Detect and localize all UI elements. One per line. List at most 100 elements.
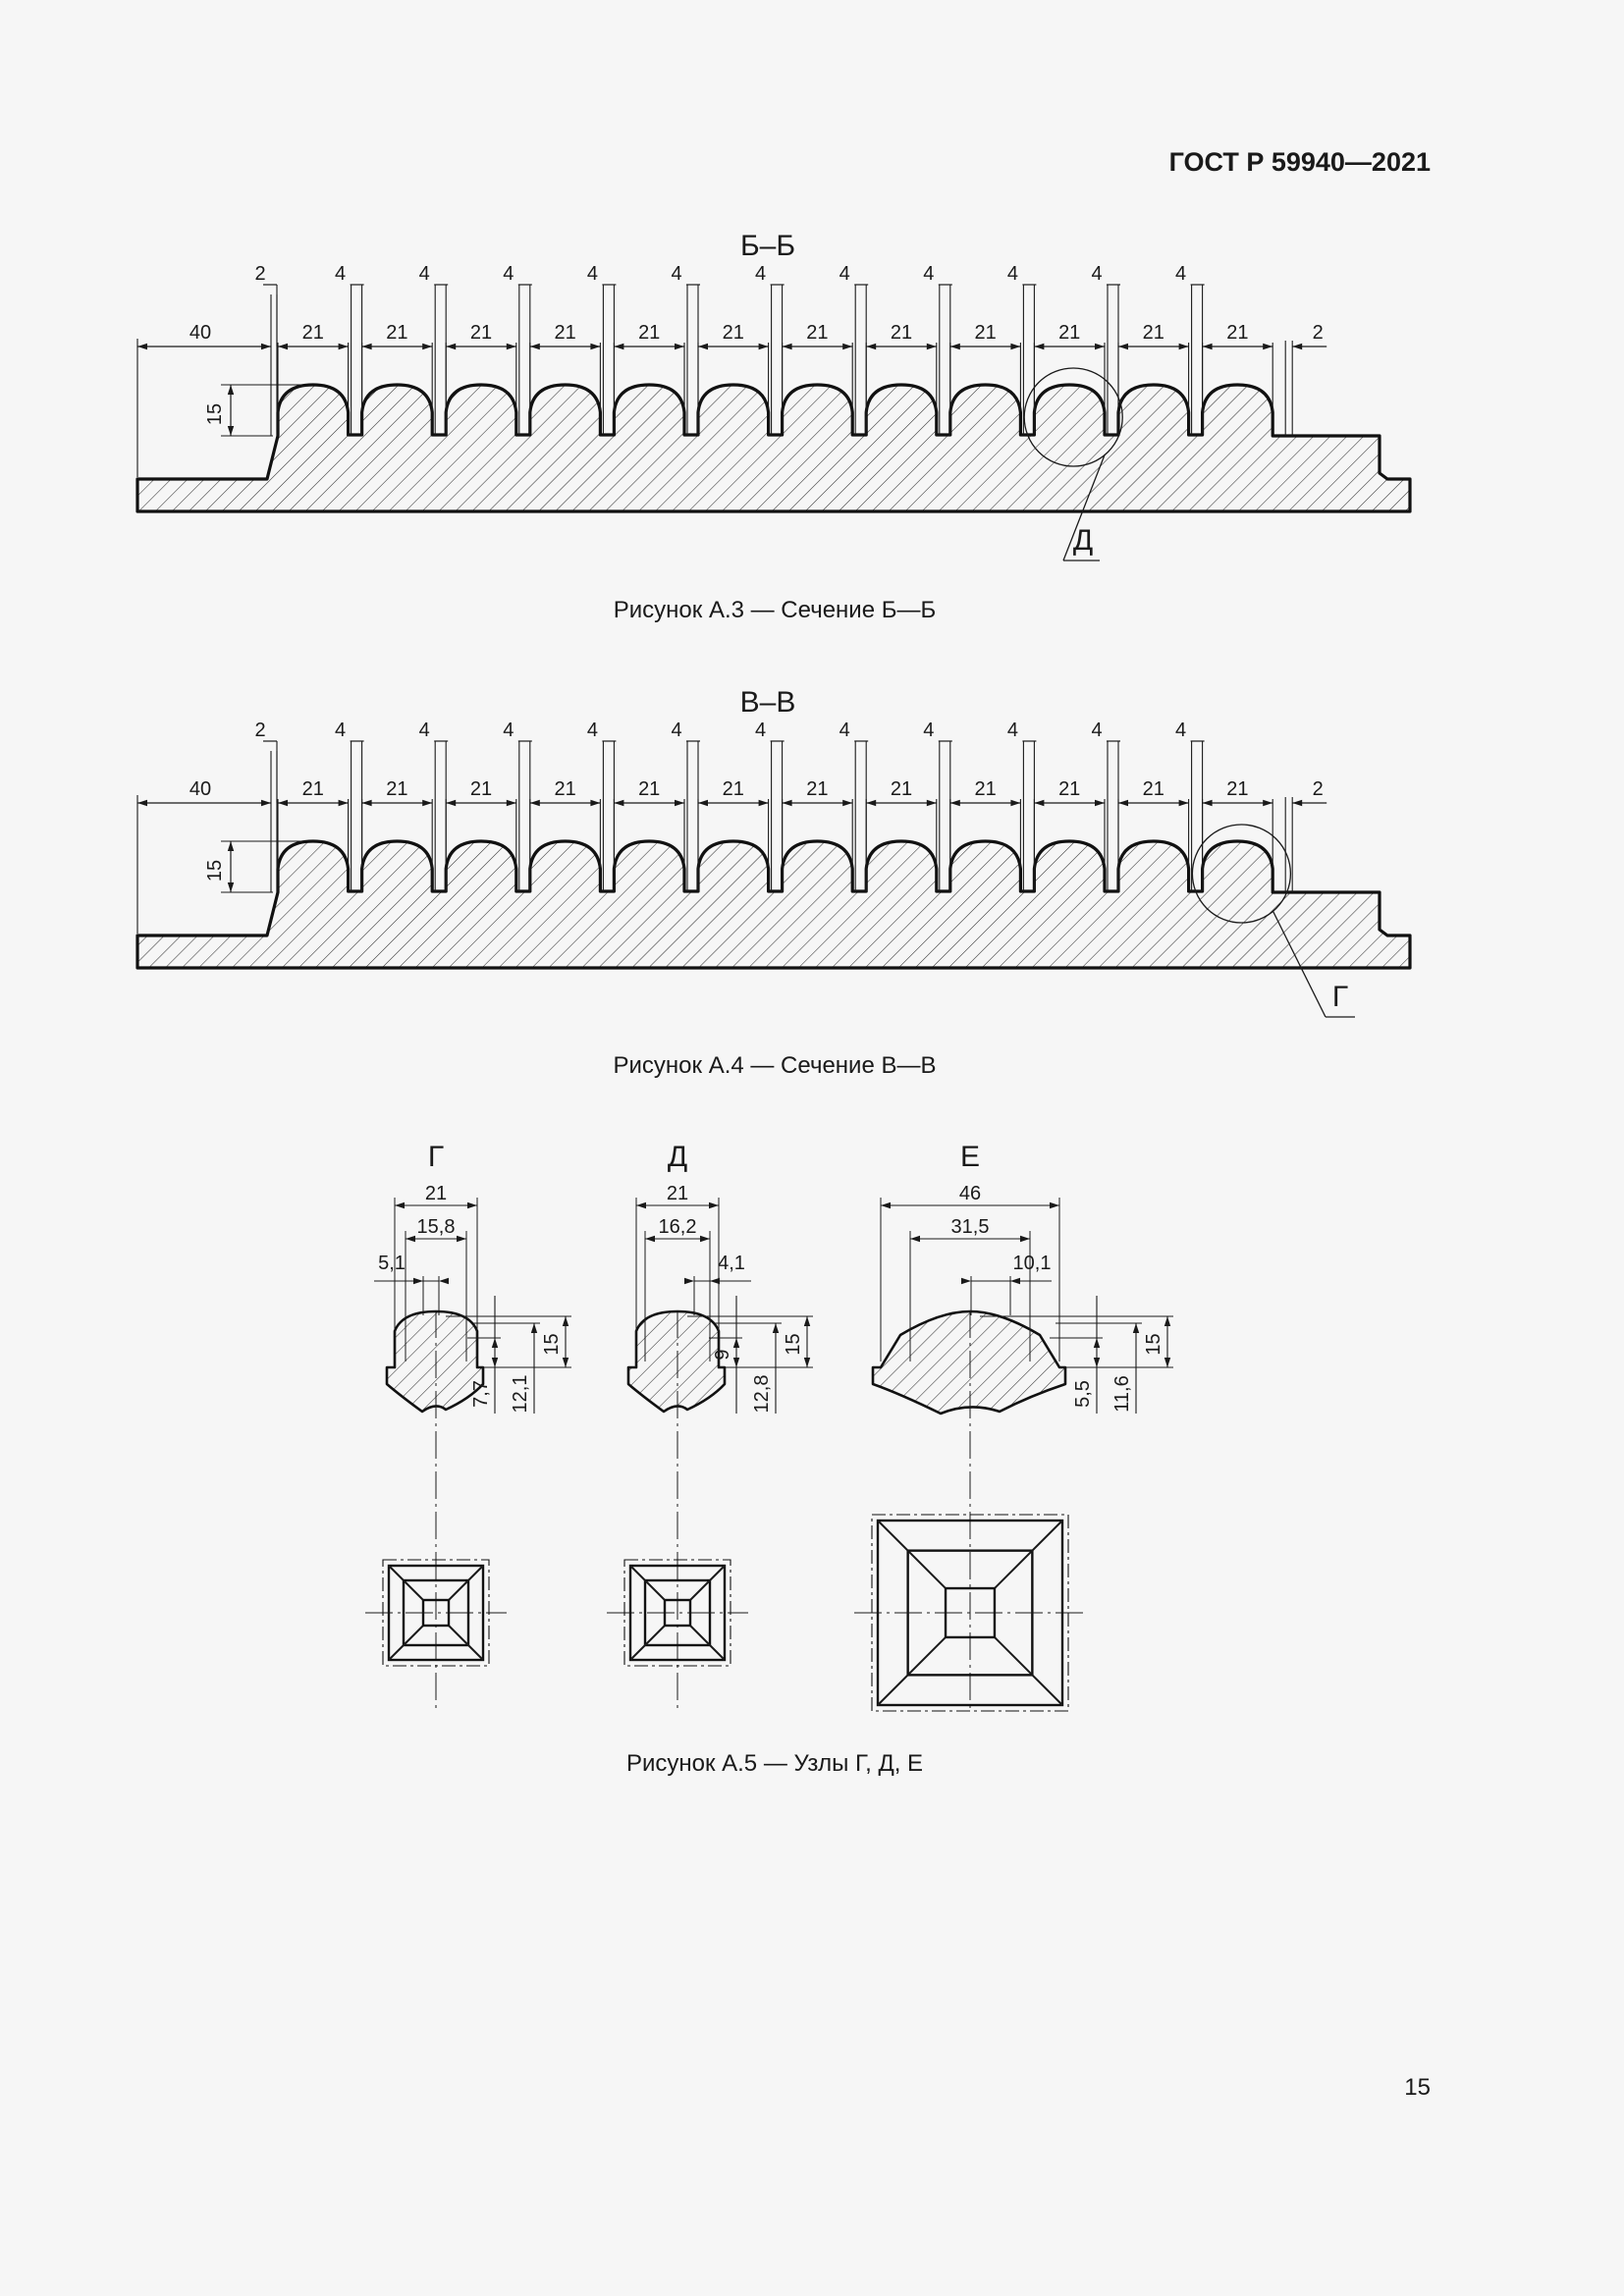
dimension-arrow bbox=[506, 799, 516, 807]
dimension-line bbox=[877, 1636, 947, 1706]
hatched-section-profile bbox=[135, 383, 1412, 513]
dimension-label: 4 bbox=[419, 720, 430, 741]
dimension-arrow bbox=[261, 343, 271, 350]
dimension-arrow bbox=[227, 841, 235, 851]
dimension-label: 5,5 bbox=[1072, 1380, 1094, 1408]
dimension-arrow bbox=[1263, 799, 1273, 807]
node-label: Г bbox=[428, 1141, 444, 1173]
dimension-label: 21 bbox=[667, 1183, 688, 1204]
callout-circle bbox=[1023, 367, 1123, 467]
dimension-arrow bbox=[614, 799, 624, 807]
dimension-arrow bbox=[732, 1358, 740, 1367]
dimension-arrow bbox=[1178, 799, 1189, 807]
dimension-arrow bbox=[758, 799, 769, 807]
dimension-label: 7,7 bbox=[470, 1380, 492, 1408]
dimension-arrow bbox=[361, 343, 372, 350]
dimension-arrow bbox=[137, 799, 147, 807]
dimension-arrow bbox=[636, 1201, 646, 1209]
dimension-label: 4 bbox=[923, 720, 934, 741]
dimension-label: 21 bbox=[425, 1183, 447, 1204]
dimension-label: 21 bbox=[638, 778, 660, 800]
dimension-label: 2 bbox=[254, 720, 265, 741]
dimension-arrow bbox=[562, 1358, 569, 1367]
dimension-arrow bbox=[446, 343, 457, 350]
dimension-line bbox=[629, 1565, 666, 1601]
dimension-line bbox=[994, 1636, 1063, 1706]
dimension-label: 21 bbox=[1058, 322, 1080, 344]
dimension-label: 21 bbox=[470, 322, 492, 344]
dimension-label: 21 bbox=[723, 322, 744, 344]
callout-label: Г bbox=[1332, 981, 1348, 1013]
dimension-arrow bbox=[1010, 799, 1021, 807]
dimension-label: 15 bbox=[204, 403, 226, 425]
dimension-label: 4 bbox=[1091, 263, 1102, 285]
dimension-arrow bbox=[758, 343, 769, 350]
dimension-label: 4 bbox=[335, 720, 346, 741]
dimension-label: 21 bbox=[806, 778, 828, 800]
figure-a4-section-drawing: В–В Г 4022142142142142142142142142142142… bbox=[135, 686, 1412, 1018]
dimension-label: 4 bbox=[755, 263, 766, 285]
dimension-label: 15 bbox=[1143, 1333, 1164, 1355]
dimension-arrow bbox=[227, 426, 235, 436]
figure-a4-caption: Рисунок А.4 — Сечение В—В bbox=[613, 1052, 937, 1079]
dimension-label: 2 bbox=[254, 263, 265, 285]
dimension-arrow bbox=[675, 343, 684, 350]
dimension-arrow bbox=[1202, 799, 1213, 807]
dimension-arrow bbox=[562, 1316, 569, 1326]
dimension-arrow bbox=[866, 343, 877, 350]
node-label: Д bbox=[668, 1141, 687, 1173]
dimension-arrow bbox=[1263, 343, 1273, 350]
dimension-arrow bbox=[1095, 799, 1105, 807]
dimension-arrow bbox=[395, 1201, 405, 1209]
dimension-label: 4,1 bbox=[718, 1253, 745, 1274]
dimension-arrow bbox=[1164, 1358, 1171, 1367]
dimension-arrow bbox=[491, 1358, 499, 1367]
dimension-label: 21 bbox=[723, 778, 744, 800]
dimension-arrow bbox=[698, 799, 708, 807]
dimension-line bbox=[629, 1625, 666, 1661]
dimension-line bbox=[1272, 910, 1326, 1018]
dimension-arrow bbox=[137, 343, 147, 350]
node-profile bbox=[871, 1309, 1067, 1415]
page-number: 15 bbox=[1404, 2074, 1431, 2101]
dimension-arrow bbox=[446, 799, 457, 807]
dimension-label: 4 bbox=[1175, 720, 1186, 741]
dimension-label: 4 bbox=[1175, 263, 1186, 285]
dimension-arrow bbox=[1093, 1338, 1101, 1348]
dimension-arrow bbox=[457, 1235, 466, 1243]
dimension-label: 21 bbox=[1226, 778, 1248, 800]
dimension-arrow bbox=[1132, 1323, 1140, 1333]
dimension-arrow bbox=[926, 799, 937, 807]
dimension-label: 21 bbox=[554, 778, 575, 800]
dimension-arrow bbox=[700, 1235, 710, 1243]
dimension-arrow bbox=[1164, 1316, 1171, 1326]
dimension-arrow bbox=[866, 799, 877, 807]
dimension-label: 4 bbox=[671, 263, 681, 285]
dimension-line bbox=[689, 1565, 726, 1601]
dimension-arrow bbox=[842, 343, 853, 350]
dimension-line bbox=[689, 1625, 726, 1661]
dimension-label: 21 bbox=[1226, 322, 1248, 344]
dimension-label: 9 bbox=[712, 1349, 733, 1360]
dimension-line bbox=[877, 1520, 947, 1589]
dimension-label: 15 bbox=[541, 1333, 563, 1355]
dimension-line bbox=[994, 1520, 1063, 1589]
dimension-arrow bbox=[1050, 1201, 1059, 1209]
dimension-line bbox=[448, 1625, 484, 1661]
dimension-arrow bbox=[1095, 343, 1105, 350]
dimension-label: 21 bbox=[1143, 322, 1164, 344]
dimension-arrow bbox=[529, 799, 540, 807]
node-profile bbox=[385, 1309, 485, 1414]
dimension-label: 21 bbox=[470, 778, 492, 800]
figure-a3-section-drawing: Б–Б Д 4022142142142142142142142142142142… bbox=[135, 230, 1412, 561]
dimension-arrow bbox=[530, 1323, 538, 1333]
dimension-label: 21 bbox=[891, 778, 912, 800]
dimension-label: 4 bbox=[503, 720, 514, 741]
dimension-label: 21 bbox=[891, 322, 912, 344]
dimension-arrow bbox=[1202, 343, 1213, 350]
dimension-label: 4 bbox=[839, 263, 850, 285]
dimension-arrow bbox=[422, 799, 433, 807]
hatched-section-profile bbox=[135, 839, 1412, 970]
dimension-label: 21 bbox=[1058, 778, 1080, 800]
